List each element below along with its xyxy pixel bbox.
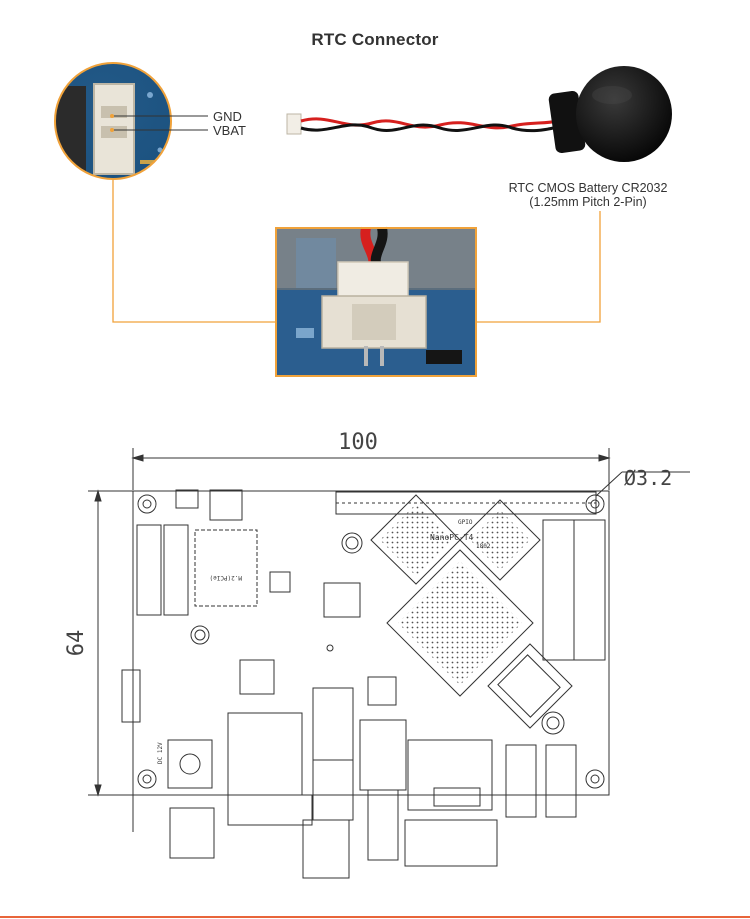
left-connector-2 bbox=[163, 524, 189, 616]
cr2032-battery bbox=[548, 66, 672, 162]
leader-line-left bbox=[112, 179, 276, 323]
memory-chip-2 bbox=[459, 499, 541, 581]
hdmi-port bbox=[407, 739, 493, 811]
footer-accent-line bbox=[0, 916, 750, 918]
dc-label: DC 12V bbox=[157, 742, 164, 764]
left-connector-1 bbox=[136, 524, 162, 616]
board-outline bbox=[132, 490, 610, 796]
battery-label-line1: RTC CMOS Battery CR2032 bbox=[508, 181, 668, 195]
rtc-illustration bbox=[54, 62, 672, 377]
board-name-label: NanoPC-T4 bbox=[430, 533, 474, 542]
battery-cable bbox=[286, 113, 559, 135]
audio-port bbox=[359, 719, 407, 791]
gnd-label: GND bbox=[213, 109, 242, 124]
battery-label: RTC CMOS Battery CR2032 (1.25mm Pitch 2-… bbox=[498, 181, 678, 209]
page-title: RTC Connector bbox=[311, 30, 439, 49]
vbat-label: VBAT bbox=[213, 123, 246, 138]
gpio-header bbox=[335, 491, 597, 515]
ethernet-port bbox=[227, 712, 303, 796]
chip-grids bbox=[380, 504, 530, 685]
soc-chip bbox=[386, 549, 534, 697]
ic-3 bbox=[367, 676, 397, 706]
ic-1 bbox=[323, 582, 361, 618]
right-connector bbox=[542, 519, 606, 661]
usb-port-2 bbox=[545, 744, 577, 818]
m2-label: M.2(PCIe) bbox=[209, 574, 242, 581]
gpio-label: GPIO bbox=[458, 519, 473, 526]
connector-closeup-photo bbox=[276, 226, 476, 376]
connector-zoom-photo bbox=[55, 63, 171, 179]
usb-port-1 bbox=[312, 687, 354, 761]
board-rev-label: 1802 bbox=[476, 543, 491, 550]
zoom-circle-border bbox=[54, 62, 172, 180]
ic-2 bbox=[239, 659, 275, 695]
hole-dimension: Ø3.2 bbox=[624, 466, 672, 490]
emmc-chip bbox=[487, 643, 573, 729]
width-dimension: 100 bbox=[338, 430, 378, 455]
leader-line-right bbox=[476, 211, 601, 323]
mounting-holes bbox=[137, 494, 605, 789]
memory-chip-1 bbox=[370, 494, 461, 585]
battery-label-line2: (1.25mm Pitch 2-Pin) bbox=[529, 195, 647, 209]
usbc-port bbox=[505, 744, 537, 818]
closeup-border bbox=[275, 227, 477, 377]
height-dimension: 64 bbox=[64, 630, 89, 657]
m2-area bbox=[194, 529, 258, 607]
dc-jack bbox=[167, 739, 213, 789]
